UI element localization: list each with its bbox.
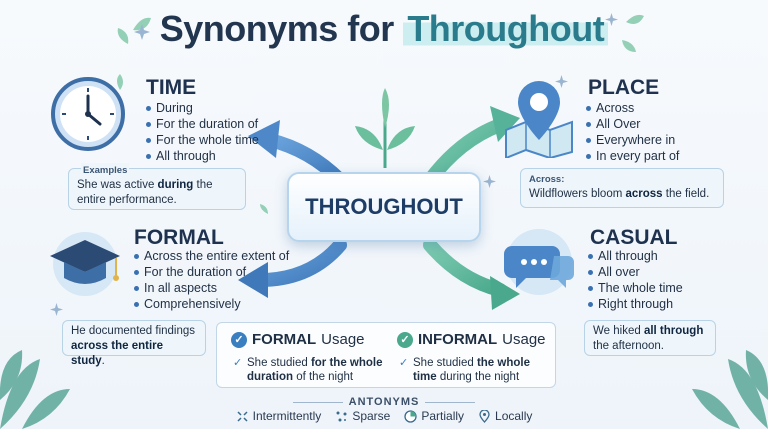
antonym-item: Intermittently <box>236 409 321 423</box>
place-title: PLACE <box>588 76 660 99</box>
antonym-item: Partially <box>404 409 464 423</box>
casual-example: We hiked all through the afternoon. <box>584 320 716 356</box>
casual-title: CASUAL <box>590 226 678 249</box>
antonym-item: Locally <box>478 409 532 423</box>
graduation-cap-icon <box>50 232 120 296</box>
arrow-down-left <box>253 238 347 287</box>
center-word: THROUGHOUT <box>287 172 481 242</box>
clock-icon <box>51 77 125 151</box>
formal-title: FORMAL <box>134 226 224 249</box>
chat-bubbles-icon <box>504 229 574 295</box>
check-icon: ✓ <box>397 331 413 348</box>
time-example: Examples She was active during the entir… <box>68 163 246 210</box>
antonyms-heading: ANTONYMS <box>0 396 768 408</box>
list-item: The whole time <box>588 280 683 296</box>
place-example: Across: Wildflowers bloom across the fie… <box>520 168 724 208</box>
list-item: Across <box>586 100 679 116</box>
list-item: During <box>146 100 259 116</box>
list-item: All through <box>146 148 259 164</box>
title-prefix: Synonyms for <box>159 8 395 49</box>
check-icon: ✓ <box>231 331 247 348</box>
list-item: All Over <box>586 116 679 132</box>
list-item: For the whole time <box>146 132 259 148</box>
location-icon <box>479 409 490 423</box>
map-pin-icon <box>505 81 573 158</box>
list-item: For the duration of <box>146 116 259 132</box>
example-label: Examples <box>81 163 130 178</box>
partial-circle-icon <box>404 409 417 423</box>
time-list: During For the duration of For the whole… <box>146 100 259 164</box>
list-item: In all aspects <box>134 280 289 296</box>
list-item: Comprehensively <box>134 296 289 312</box>
list-item: In every part of <box>586 148 679 164</box>
list-item: Right through <box>588 296 683 312</box>
example-label: Across: <box>529 174 565 185</box>
plant-icon <box>355 88 415 168</box>
sparse-icon <box>336 411 347 421</box>
casual-list: All through All over The whole time Righ… <box>588 248 683 312</box>
antonyms-list: Intermittently Sparse Partially Locally <box>0 409 768 423</box>
time-title: TIME <box>146 76 197 99</box>
arrow-down-right <box>423 238 507 297</box>
antonym-item: Sparse <box>335 409 390 423</box>
page-title: Synonyms for Throughout <box>0 8 768 50</box>
formal-example: He documented findings across the entire… <box>62 320 206 367</box>
list-item: Across the entire extent of <box>134 248 289 264</box>
list-item: All through <box>588 248 683 264</box>
list-item: All over <box>588 264 683 280</box>
list-item: For the duration of <box>134 264 289 280</box>
list-item: Everywhere in <box>586 132 679 148</box>
scatter-icon <box>237 410 248 422</box>
formal-list: Across the entire extent of For the dura… <box>134 248 289 312</box>
title-highlight: Throughout <box>403 8 609 49</box>
place-list: Across All Over Everywhere in In every p… <box>586 100 679 164</box>
